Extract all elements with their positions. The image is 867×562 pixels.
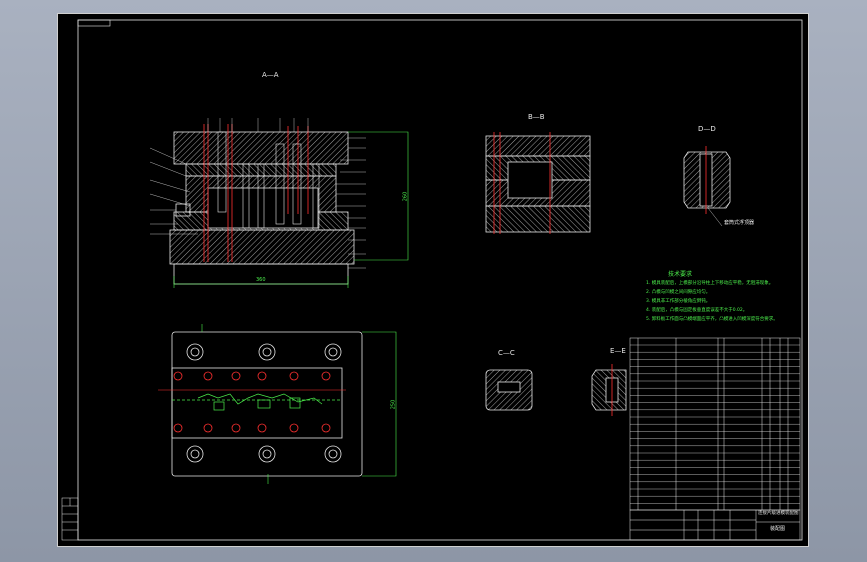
aa-leaders-right [336, 137, 366, 269]
section-label-aa: A—A [262, 71, 279, 79]
dim-height-aa: 260 [402, 191, 409, 202]
parts-list-rows [630, 344, 800, 504]
note-line-5: 5. 卸料板工作面与凸模端面应平齐，凸模进入凹模深度符合要求。 [646, 317, 778, 322]
view-aa [169, 131, 355, 285]
plan-dimensions [201, 324, 397, 484]
notes-title: 技术要求 [668, 271, 693, 278]
aa-centerlines [203, 124, 309, 262]
note-line-2: 2. 凸模与凹模之间间隙应均匀。 [646, 290, 711, 295]
punch-holder [185, 163, 337, 177]
plan-strip-layout [197, 393, 323, 411]
note-line-1: 1. 模具装配后，上模部分沿导柱上下移动应平稳，无阻滞现象。 [646, 281, 774, 286]
view-ee [591, 364, 627, 416]
section-label-cc: C—C [498, 349, 515, 357]
bb-centerlines [493, 132, 551, 234]
aa-dimensions [173, 131, 409, 288]
dd-annotation: 套筒式浮顶器 [724, 220, 755, 226]
dim-height-plan: 250 [390, 399, 397, 410]
title-block [629, 509, 801, 541]
bottom-plate [169, 229, 355, 265]
inner-frame [77, 19, 803, 541]
aa-punches [217, 131, 320, 229]
plan-screws [173, 371, 331, 433]
dim-width-aa: 360 [256, 277, 266, 283]
drawing-sheet: A—A B—B D—D C—C E—E 套筒式浮顶器 360 260 250 技… [57, 13, 809, 547]
note-line-3: 3. 模具非工作部分棱角应倒钝。 [646, 299, 711, 304]
view-cc [485, 369, 533, 411]
view-dd [683, 146, 731, 227]
section-label-dd: D—D [698, 125, 716, 133]
section-label-bb: B—B [528, 113, 545, 121]
cad-drawing [61, 19, 803, 541]
code-box [77, 19, 111, 27]
top-plate [173, 131, 349, 165]
plan-die [171, 367, 343, 439]
title-block-drawing-name: 连接片级进模装配图 [758, 511, 799, 516]
section-label-ee: E—E [610, 347, 626, 355]
aa-leaders-top [207, 118, 309, 132]
note-line-4: 4. 装配后，凸模与固定板垂直度误差不大于0.02。 [646, 308, 748, 313]
left-strip [61, 497, 79, 541]
view-bb [485, 135, 591, 233]
aa-leaders-left [149, 147, 198, 235]
plan-view [158, 331, 363, 477]
plan-guide-holes [186, 343, 342, 463]
plan-plate [171, 331, 363, 477]
title-block-drawing-no: 装配图 [770, 526, 786, 532]
